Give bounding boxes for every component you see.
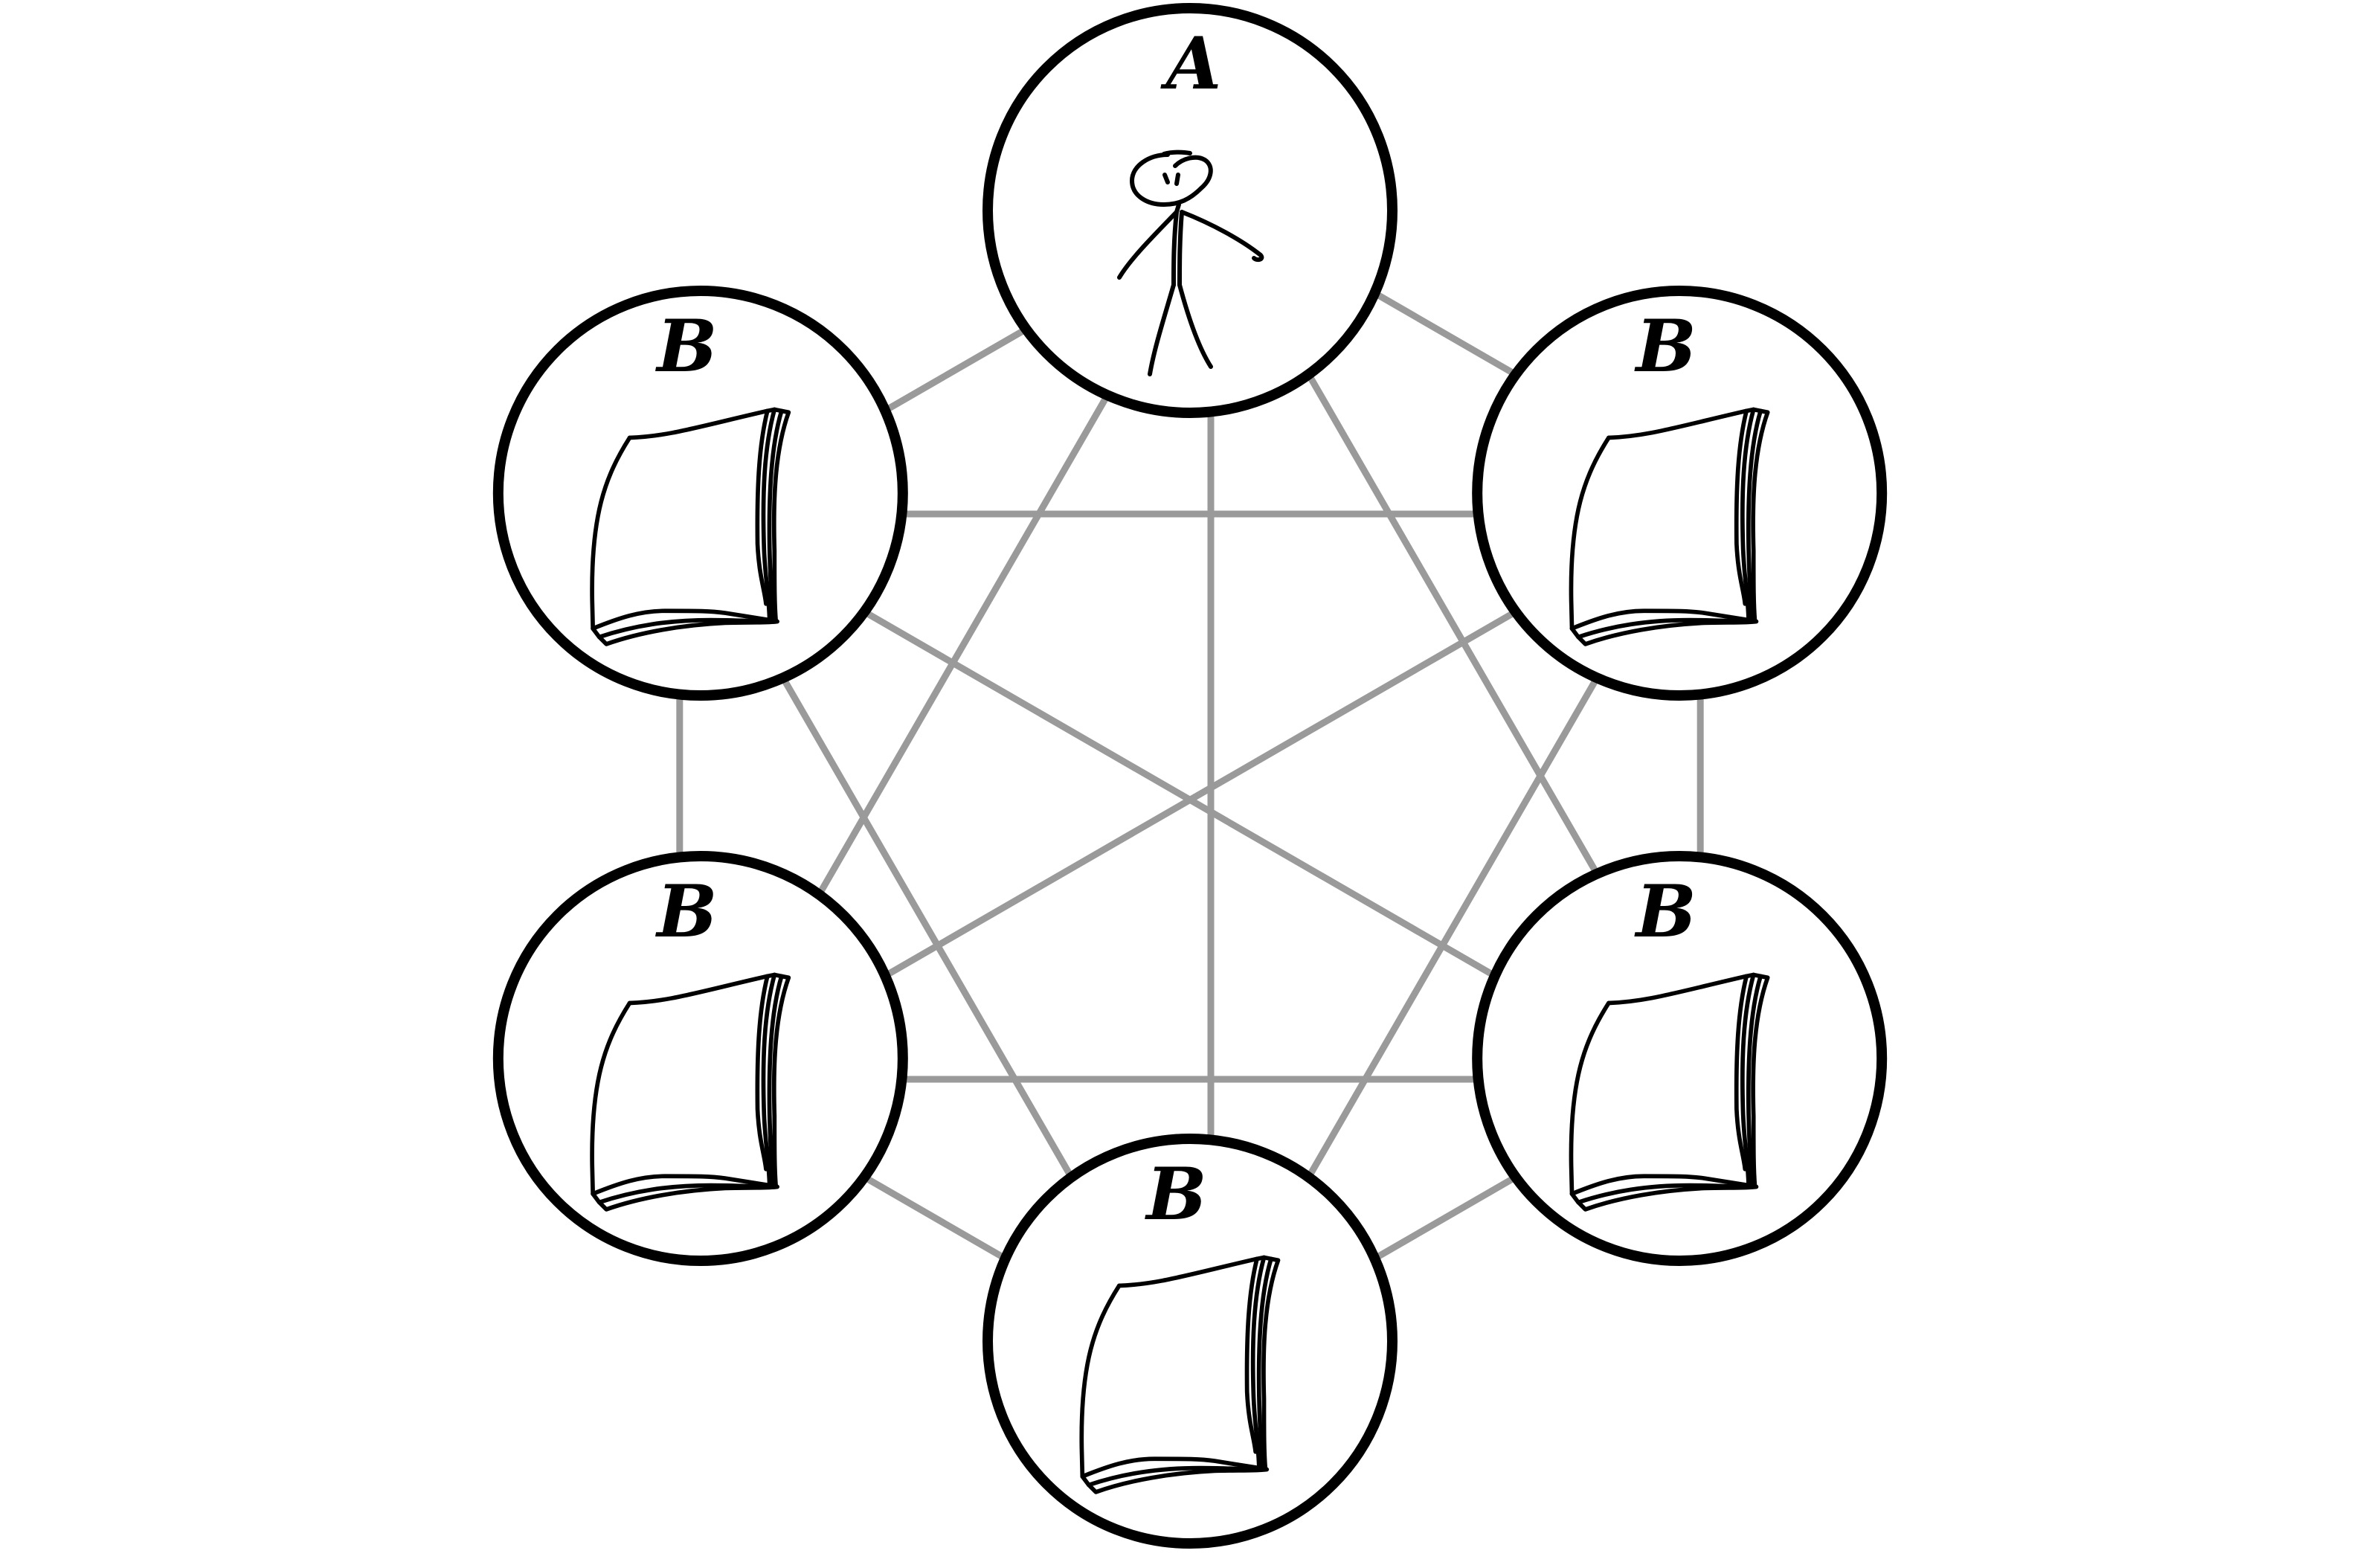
node-label: B xyxy=(1144,1152,1206,1236)
node-label: B xyxy=(654,304,717,388)
node-circle xyxy=(982,1134,1398,1549)
node-label: B xyxy=(1634,870,1696,954)
node-0: A xyxy=(982,3,1398,418)
node-4: B xyxy=(492,851,908,1266)
node-circle xyxy=(1472,851,1888,1266)
nodes-layer: A B B B B B xyxy=(492,3,1888,1549)
node-5: B xyxy=(492,286,908,701)
node-3: B xyxy=(982,1134,1398,1549)
node-circle xyxy=(982,3,1398,418)
node-circle xyxy=(1472,286,1888,701)
node-1: B xyxy=(1472,286,1888,701)
node-label: B xyxy=(654,870,717,954)
node-label: B xyxy=(1634,304,1696,388)
node-2: B xyxy=(1472,851,1888,1266)
node-label: A xyxy=(1160,22,1221,106)
node-circle xyxy=(492,851,908,1266)
node-circle xyxy=(492,286,908,701)
